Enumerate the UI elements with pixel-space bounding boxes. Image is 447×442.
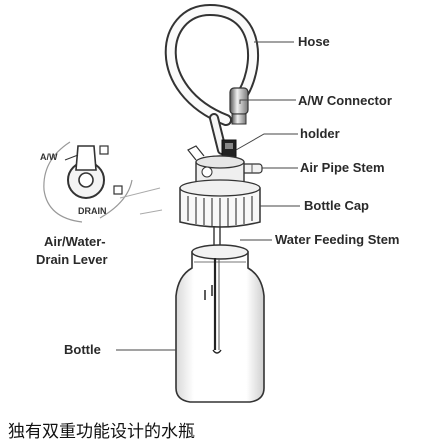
bottle-label: Bottle — [64, 342, 101, 357]
cap-lever — [187, 145, 205, 161]
lever-label-line2: Drain Lever — [36, 252, 108, 267]
lever-label-line1: Air/Water- — [44, 234, 106, 249]
cap-top — [195, 155, 245, 185]
air-pipe-stem-label: Air Pipe Stem — [300, 160, 385, 175]
bottle-cap-label: Bottle Cap — [304, 198, 369, 213]
dial-aw-label: A/W — [40, 152, 58, 162]
aw-connector-label: A/W Connector — [298, 93, 392, 108]
aw-connector — [229, 87, 249, 125]
caption: 独有双重功能设计的水瓶 — [8, 422, 195, 442]
leader-lines — [116, 41, 300, 351]
bottle-cap — [179, 179, 261, 228]
holder — [209, 113, 237, 159]
holder-label: holder — [300, 126, 340, 141]
hose-label: Hose — [298, 34, 330, 49]
bottle — [175, 244, 265, 403]
dial-drain-label: DRAIN — [78, 206, 107, 216]
lever-detail — [43, 141, 133, 223]
hose — [164, 3, 260, 126]
water-feeding-stem-label: Water Feeding Stem — [275, 232, 400, 247]
